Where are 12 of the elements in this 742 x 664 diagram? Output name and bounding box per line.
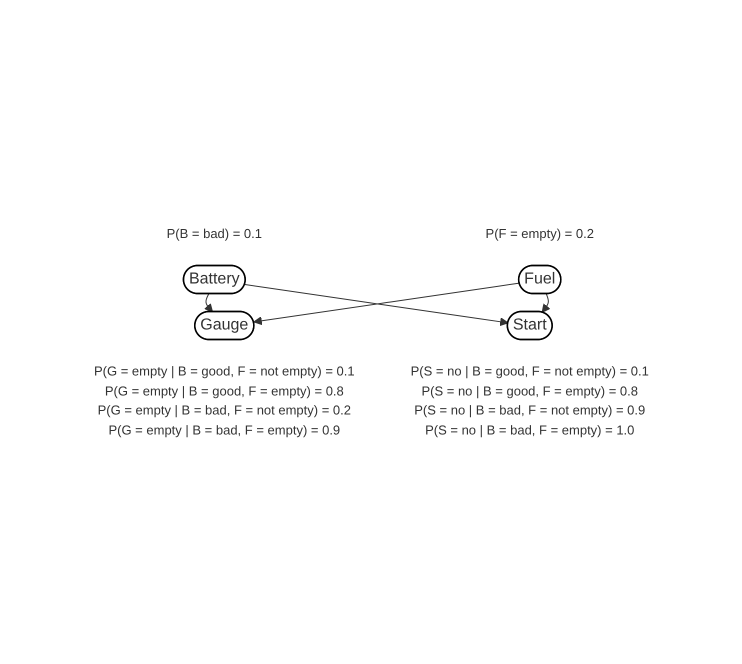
arrow	[204, 294, 213, 313]
node-label: P(S = no | B = good, F = not empty) = 0.1	[410, 364, 648, 379]
node-label: P(S = no | B = bad, F = not empty) = 0.9	[414, 402, 645, 418]
node-label: P(G = empty | B = good, F = empty) = 0.8	[104, 383, 344, 398]
node-label: P(G = empty | B = bad, F = not empty) = 0.2	[97, 402, 351, 418]
node-label: P(B = bad) = 0.1	[166, 226, 262, 242]
node-label: P(G = empty | B = bad, F = empty) = 0.9	[108, 422, 340, 438]
arrow	[541, 294, 550, 314]
node-label: P(S = no | B = bad, F = empty) = 1.0	[424, 422, 634, 438]
node-label: P(S = no | B = good, F = empty) = 0.8	[421, 383, 638, 398]
node-label: P(G = empty | B = good, F = not empty) = 0.1	[94, 364, 354, 379]
node-label: P(F = empty) = 0.2	[485, 226, 594, 242]
